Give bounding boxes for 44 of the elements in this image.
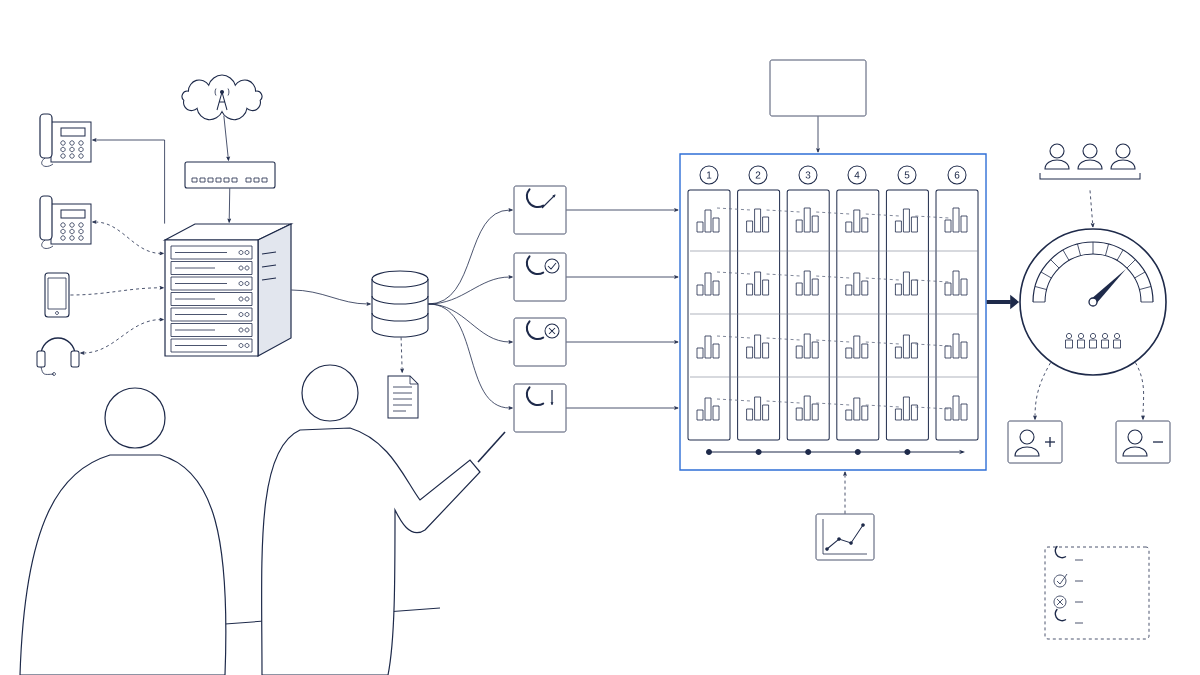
desk-phone-icon (39, 195, 92, 249)
step-number: 2 (748, 165, 768, 185)
arrow (816, 116, 820, 153)
note-box (769, 59, 867, 117)
step-number: 4 (847, 165, 867, 185)
arrow (223, 115, 230, 161)
arrow (566, 406, 679, 410)
line-chart-box (815, 513, 875, 561)
arrow (1089, 190, 1095, 228)
add-user-box (1007, 420, 1063, 464)
database-icon (371, 270, 429, 338)
call-box (513, 383, 567, 433)
desk-phone-icon (39, 113, 92, 167)
call-box (513, 317, 567, 367)
call-box (513, 185, 567, 235)
users-icon (1039, 143, 1141, 180)
step-number: 3 (798, 165, 818, 185)
arrow (70, 286, 164, 296)
arrow (1134, 362, 1145, 420)
arrow (1033, 362, 1052, 420)
document-icon (387, 375, 419, 419)
step-number: 5 (897, 165, 917, 185)
gauge-drawing (1019, 228, 1167, 376)
cloud-icon (181, 74, 263, 121)
arrow (291, 289, 371, 306)
call-box (513, 252, 567, 302)
arrow (400, 337, 404, 373)
arrow (566, 275, 679, 279)
smartphone-icon (44, 272, 70, 318)
step-number: 1 (699, 165, 719, 185)
legend-box (1044, 545, 1150, 640)
router-icon (184, 161, 276, 189)
arrow (843, 471, 847, 514)
arrow (92, 138, 165, 224)
arrow (428, 303, 513, 410)
arrow (227, 188, 231, 223)
step-number: 6 (947, 165, 967, 185)
arrow (80, 317, 164, 355)
arrow (92, 220, 164, 256)
arrow (428, 275, 513, 305)
remove-user-box (1115, 420, 1171, 464)
arrow (566, 208, 679, 212)
headset-icon (36, 337, 80, 376)
arrow (566, 340, 679, 344)
